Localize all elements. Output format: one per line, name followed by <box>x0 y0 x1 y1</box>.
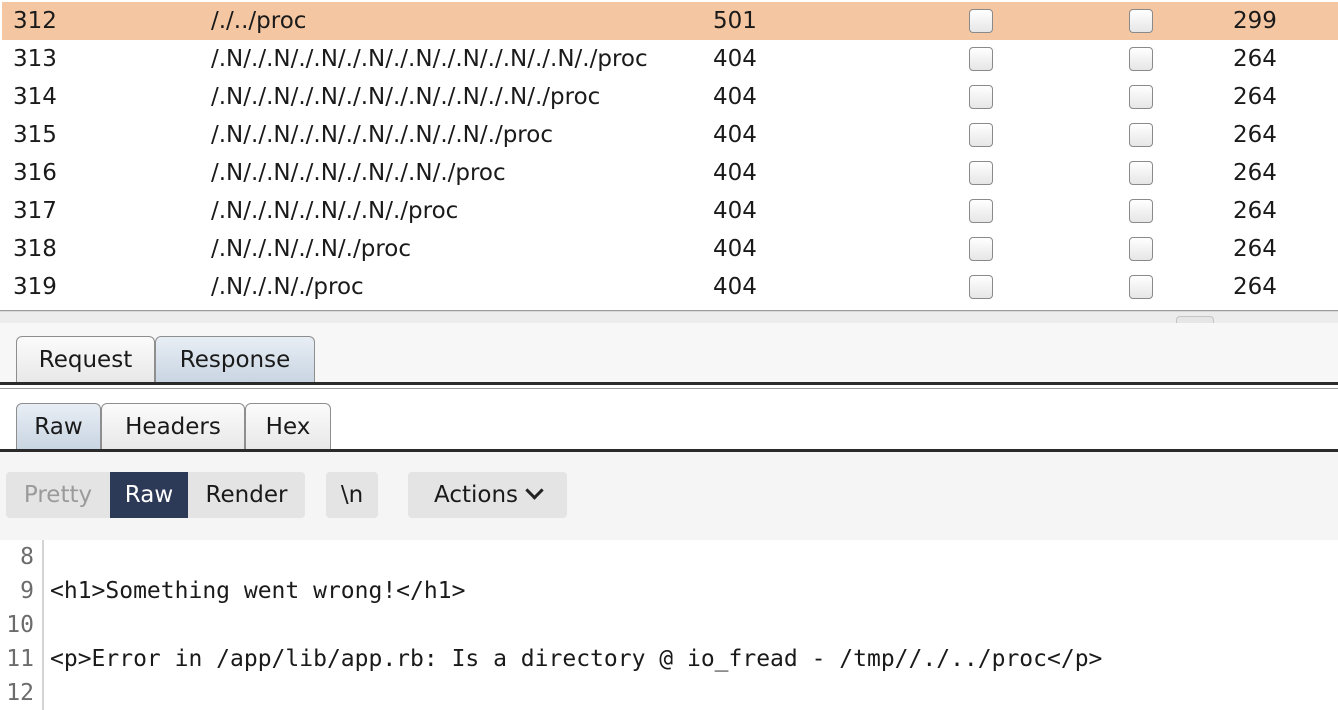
table-row[interactable]: 313 /.N/./.N/./.N/./.N/./.N/./.N/./.N/./.… <box>2 40 1338 78</box>
timeout-checkbox[interactable] <box>1129 161 1153 185</box>
table-row[interactable]: 315 /.N/./.N/./.N/./.N/./.N/./.N/./proc 40… <box>2 116 1338 154</box>
status-code: 404 <box>713 84 757 110</box>
timeout-checkbox[interactable] <box>1129 9 1153 33</box>
payload: /.N/./.N/./.N/./.N/./.N/./.N/./.N/./proc <box>211 84 601 110</box>
code-line: <p>Error in /app/lib/app.rb: Is a direct… <box>50 646 1103 672</box>
tab-hex[interactable]: Hex <box>245 403 331 449</box>
timeout-checkbox[interactable] <box>1129 275 1153 299</box>
payload: /.N/./.N/./.N/./.N/./proc <box>211 198 459 224</box>
request-id: 312 <box>13 8 57 34</box>
pane-splitter[interactable] <box>0 311 1338 325</box>
payload: /.N/./.N/./.N/./proc <box>211 236 411 262</box>
request-id: 318 <box>13 236 57 262</box>
request-id: 317 <box>13 198 57 224</box>
editor-toolbar: Pretty Raw Render \n Actions <box>0 452 1338 540</box>
response-length: 264 <box>1233 274 1277 300</box>
error-checkbox[interactable] <box>969 199 993 223</box>
timeout-checkbox[interactable] <box>1129 237 1153 261</box>
status-code: 404 <box>713 122 757 148</box>
timeout-checkbox[interactable] <box>1129 47 1153 71</box>
render-button[interactable]: Render <box>205 482 288 508</box>
tab-headers[interactable]: Headers <box>101 403 245 449</box>
error-checkbox[interactable] <box>969 85 993 109</box>
splitter-grip[interactable] <box>1176 316 1214 325</box>
table-row[interactable]: 317 /.N/./.N/./.N/./.N/./proc 404 264 <box>2 192 1338 230</box>
actions-button[interactable]: Actions <box>408 472 567 518</box>
message-tabs: Request Response <box>0 323 1338 385</box>
status-code: 404 <box>713 198 757 224</box>
response-length: 264 <box>1233 46 1277 72</box>
response-length: 264 <box>1233 84 1277 110</box>
tab-response[interactable]: Response <box>155 336 315 382</box>
results-table: 312 /./../proc 501 299 313 /.N/./.N/./.N/./.N… <box>0 0 1338 311</box>
line-number: 11 <box>6 646 34 672</box>
request-id: 316 <box>13 160 57 186</box>
timeout-checkbox[interactable] <box>1129 199 1153 223</box>
request-id: 319 <box>13 274 57 300</box>
chevron-down-icon <box>525 481 544 500</box>
request-id: 314 <box>13 84 57 110</box>
newline-toggle-button[interactable]: \n <box>326 472 378 518</box>
table-row[interactable]: 318 /.N/./.N/./.N/./proc 404 264 <box>2 230 1338 268</box>
status-code: 404 <box>713 274 757 300</box>
response-length: 264 <box>1233 198 1277 224</box>
timeout-checkbox[interactable] <box>1129 85 1153 109</box>
request-id: 315 <box>13 122 57 148</box>
actions-label: Actions <box>433 482 518 508</box>
line-number: 9 <box>20 578 34 604</box>
tab-request[interactable]: Request <box>16 336 155 382</box>
status-code: 404 <box>713 46 757 72</box>
table-row[interactable]: 319 /.N/./.N/./proc 404 264 <box>2 268 1338 306</box>
payload: /./../proc <box>211 8 307 34</box>
status-code: 501 <box>713 8 757 34</box>
payload: /.N/./.N/./.N/./.N/./.N/./.N/./proc <box>211 122 553 148</box>
table-row[interactable]: 314 /.N/./.N/./.N/./.N/./.N/./.N/./.N/./p… <box>2 78 1338 116</box>
line-number: 8 <box>20 544 34 570</box>
payload: /.N/./.N/./.N/./.N/./.N/./.N/./.N/./.N/.… <box>211 46 648 72</box>
code-line: <h1>Something went wrong!</h1> <box>50 578 466 604</box>
error-checkbox[interactable] <box>969 237 993 261</box>
payload: /.N/./.N/./proc <box>211 274 364 300</box>
payload: /.N/./.N/./.N/./.N/./.N/./proc <box>211 160 506 186</box>
error-checkbox[interactable] <box>969 123 993 147</box>
line-number-gutter: 8 9 10 11 12 <box>0 540 44 710</box>
request-id: 313 <box>13 46 57 72</box>
response-length: 264 <box>1233 122 1277 148</box>
response-length: 264 <box>1233 236 1277 262</box>
pretty-button[interactable]: Pretty <box>23 482 93 508</box>
error-checkbox[interactable] <box>969 9 993 33</box>
line-number: 12 <box>6 680 34 706</box>
response-view-tabs: Raw Headers Hex <box>0 388 1338 452</box>
error-checkbox[interactable] <box>969 275 993 299</box>
response-length: 264 <box>1233 160 1277 186</box>
timeout-checkbox[interactable] <box>1129 123 1153 147</box>
view-mode-group: Pretty Raw Render <box>6 472 305 518</box>
status-code: 404 <box>713 160 757 186</box>
line-number: 10 <box>6 612 34 638</box>
table-row[interactable]: 312 /./../proc 501 299 <box>2 2 1338 40</box>
error-checkbox[interactable] <box>969 161 993 185</box>
response-editor[interactable]: 8 9 10 11 12 <h1>Something went wrong!</h1> <… <box>0 540 1338 710</box>
status-code: 404 <box>713 236 757 262</box>
tab-raw[interactable]: Raw <box>16 403 101 449</box>
response-length: 299 <box>1233 8 1277 34</box>
newline-toggle-label: \n <box>340 482 364 508</box>
table-row[interactable]: 316 /.N/./.N/./.N/./.N/./.N/./proc 404 264 <box>2 154 1338 192</box>
error-checkbox[interactable] <box>969 47 993 71</box>
raw-button[interactable]: Raw <box>110 472 188 518</box>
